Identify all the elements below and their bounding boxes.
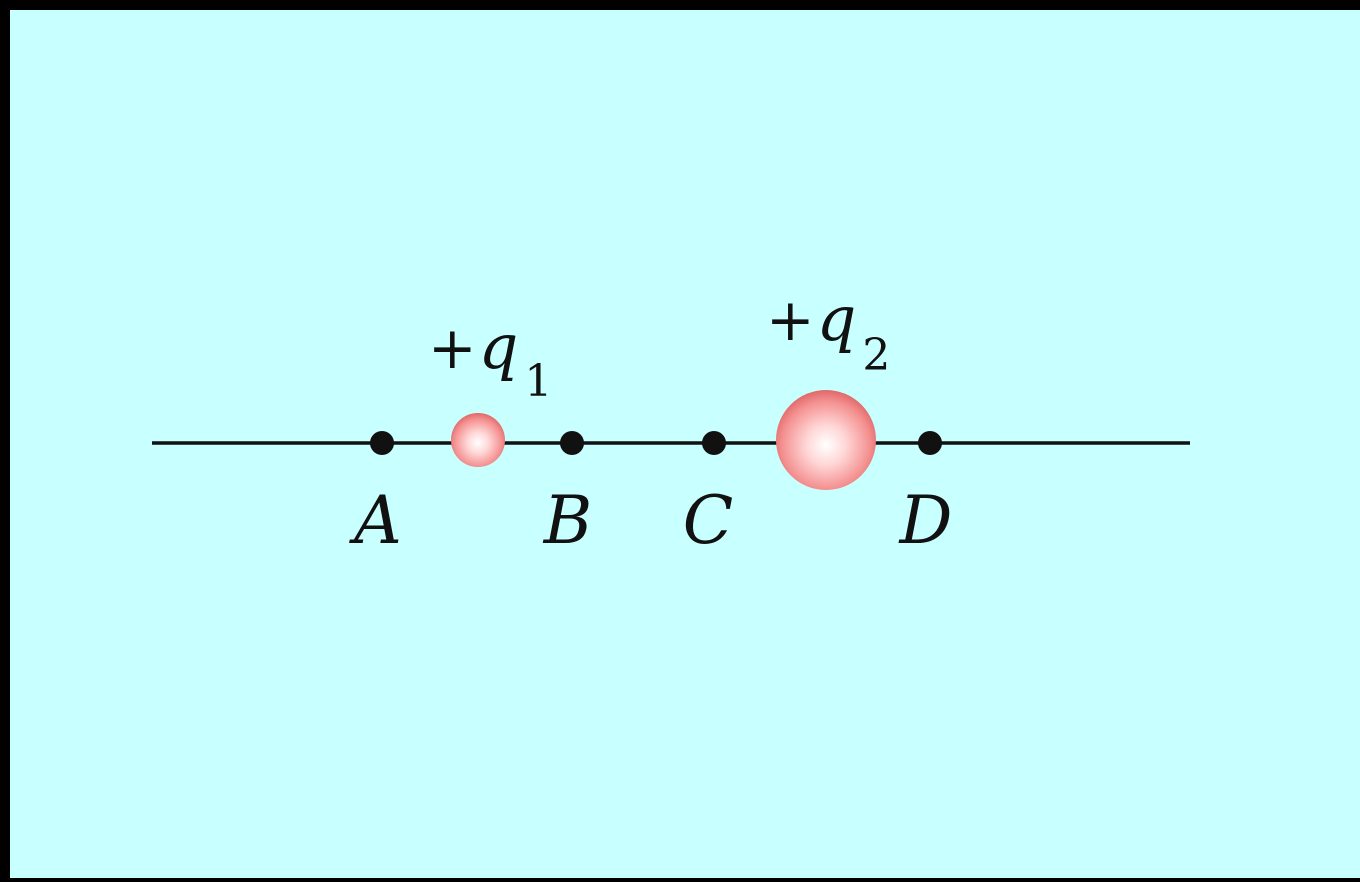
point-c-dot: [702, 431, 726, 455]
charge-q2-sphere: [776, 390, 876, 490]
charge-q1-symbol: q: [479, 310, 519, 383]
point-a-dot: [370, 431, 394, 455]
charge-q2-subscript: 2: [862, 330, 890, 381]
point-a-label: A: [348, 482, 402, 559]
point-b-label: B: [543, 482, 593, 559]
point-d-dot: [918, 431, 942, 455]
point-d-label: D: [899, 482, 953, 559]
charge-q2-symbol: q: [817, 282, 857, 355]
charge-q2-sign: +: [766, 286, 815, 354]
point-b-dot: [560, 431, 584, 455]
charge-q1-sign: +: [428, 314, 477, 382]
charge-q2-label: +q2: [766, 282, 890, 381]
charge-q1-sphere: [451, 413, 505, 467]
point-c-label: C: [683, 482, 734, 559]
charge-q1-subscript: 1: [524, 356, 552, 407]
